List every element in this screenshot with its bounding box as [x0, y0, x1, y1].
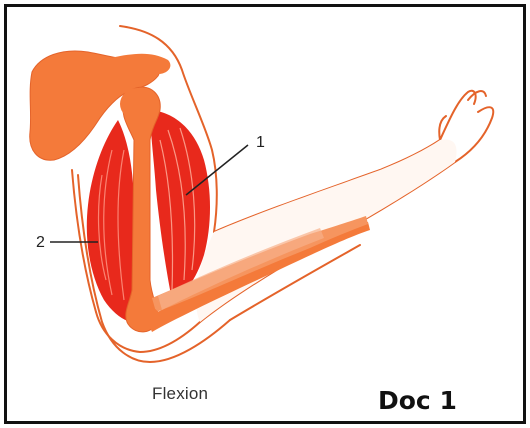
- humerus-head: [120, 88, 156, 120]
- label-2: 2: [36, 234, 45, 251]
- document-label: Doc 1: [378, 386, 457, 415]
- label-1: 1: [256, 134, 265, 151]
- elbow-joint: [132, 306, 160, 330]
- caption-flexion: Flexion: [152, 384, 208, 404]
